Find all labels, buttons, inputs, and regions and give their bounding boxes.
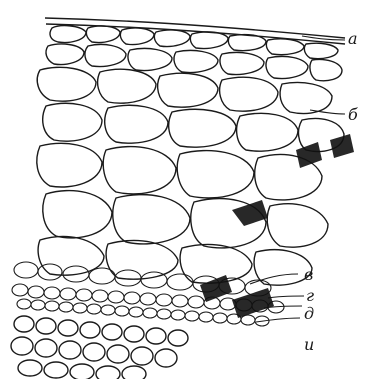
label-i: и xyxy=(304,335,314,354)
label-a: а xyxy=(348,29,358,48)
label-v: в xyxy=(304,265,313,284)
watermark xyxy=(200,134,354,318)
labels: а б в г д и xyxy=(304,29,358,354)
leader-lines xyxy=(250,36,345,322)
label-b: б xyxy=(348,105,358,124)
xylem-cells xyxy=(11,316,188,379)
label-d: д xyxy=(304,304,314,323)
label-g: г xyxy=(306,286,314,305)
